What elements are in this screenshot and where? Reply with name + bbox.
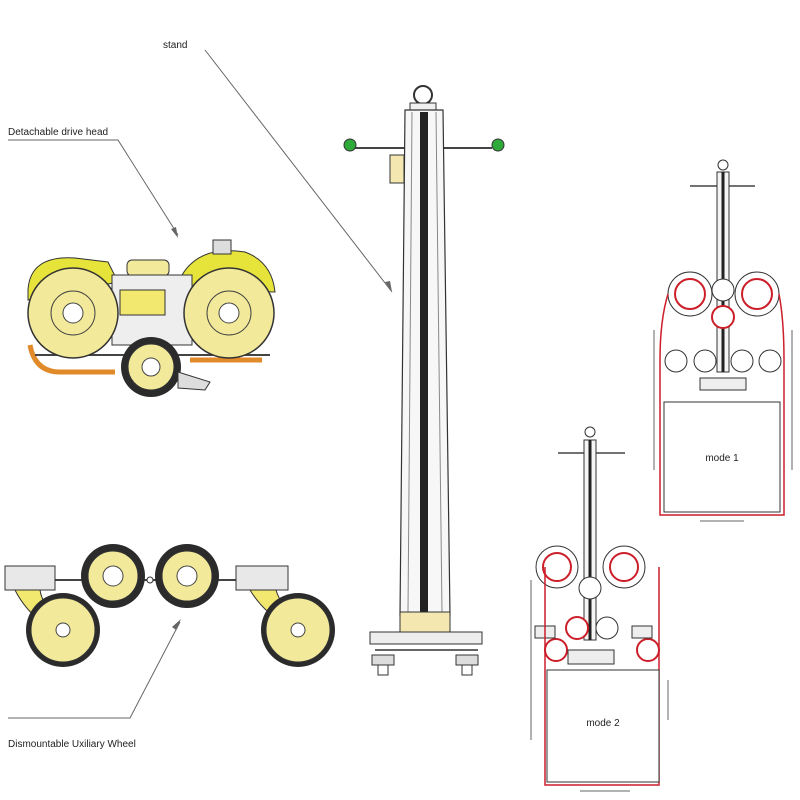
guide-wheel-arm: [177, 371, 211, 391]
mode1-block: [663, 401, 781, 513]
mode1-center-wheel: [711, 305, 735, 329]
mode2-base: [567, 649, 615, 665]
motor-top: [212, 239, 232, 255]
stand-leader-line: [204, 49, 393, 293]
mode1-lower-wheel-1: [664, 349, 688, 373]
mode2-aux-wheel-right: [636, 638, 660, 662]
drive-head-leader-line: [8, 139, 179, 236]
left-hose: [27, 344, 115, 375]
aux-wheel-assembly: [4, 544, 335, 667]
aux-wheel-leader-line: [8, 621, 181, 719]
mode2-center-wheel: [578, 576, 602, 600]
column-center-rail: [420, 112, 428, 612]
drive-head-assembly: [27, 239, 276, 397]
aux-center-pin: [146, 576, 154, 584]
mode1-diagram: mode 1: [653, 159, 793, 522]
stand-arrowhead: [385, 281, 392, 292]
left-aux-hub: [55, 622, 71, 638]
mode2-wire-loop: [544, 567, 660, 786]
clamp-block: [389, 154, 405, 184]
mode1-lower-wheel-3: [730, 349, 754, 373]
mode1-center-top-wheel: [711, 278, 735, 302]
mode1-wire-loop: [659, 293, 785, 516]
mode2-right-wheel-wire: [609, 552, 639, 582]
guide-wheel-hub: [141, 357, 161, 377]
column-right-line: [435, 111, 443, 613]
mode1-right-wheel-wire: [741, 278, 773, 310]
mode2-block: [546, 669, 660, 783]
mode2-aux-wheel-left: [544, 638, 568, 662]
mode2-label: mode 2: [586, 718, 620, 729]
mode2-lower-wheel-right: [595, 616, 619, 640]
right-foot-pad: [461, 664, 473, 676]
mode1-left-wheel-wire: [674, 278, 706, 310]
right-drive-axle: [218, 302, 240, 324]
mode1-label: mode 1: [705, 453, 739, 464]
left-green-knob: [343, 138, 357, 152]
aux-wheel-arrowhead: [172, 619, 181, 630]
aux-wheel-label: Dismountable Uxiliary Wheel: [8, 739, 136, 750]
lifting-eye: [413, 85, 433, 105]
mode1-lower-wheel-2: [693, 349, 717, 373]
stand-base-plate: [369, 631, 483, 645]
right-green-knob: [491, 138, 505, 152]
left-drive-axle: [62, 302, 84, 324]
mode2-diagram: mode 2: [530, 426, 669, 792]
right-foot: [455, 654, 479, 666]
mode1-base: [699, 377, 747, 391]
mode2-right-bracket: [631, 625, 653, 639]
right-aux-bracket: [235, 565, 289, 591]
motor-housing: [119, 289, 166, 316]
left-foot-pad: [377, 664, 389, 676]
stand-label: stand: [163, 40, 187, 51]
mode1-eye: [717, 159, 729, 171]
right-aux-hub: [290, 622, 306, 638]
mode2-left-wheel-wire: [542, 552, 572, 582]
column-left-line: [407, 111, 413, 613]
mode2-lower-wheel-left: [565, 616, 589, 640]
drive-head-handle: [126, 259, 170, 277]
mid-right-aux-hub: [176, 565, 198, 587]
left-foot: [371, 654, 395, 666]
drive-head-arrowhead: [171, 227, 178, 238]
mode1-lower-wheel-4: [758, 349, 782, 373]
mid-left-aux-hub: [102, 565, 124, 587]
stand-assembly: [343, 85, 505, 676]
left-aux-bracket: [4, 565, 56, 591]
drive-head-label: Detachable drive head: [8, 127, 108, 138]
mode2-eye: [584, 426, 596, 438]
